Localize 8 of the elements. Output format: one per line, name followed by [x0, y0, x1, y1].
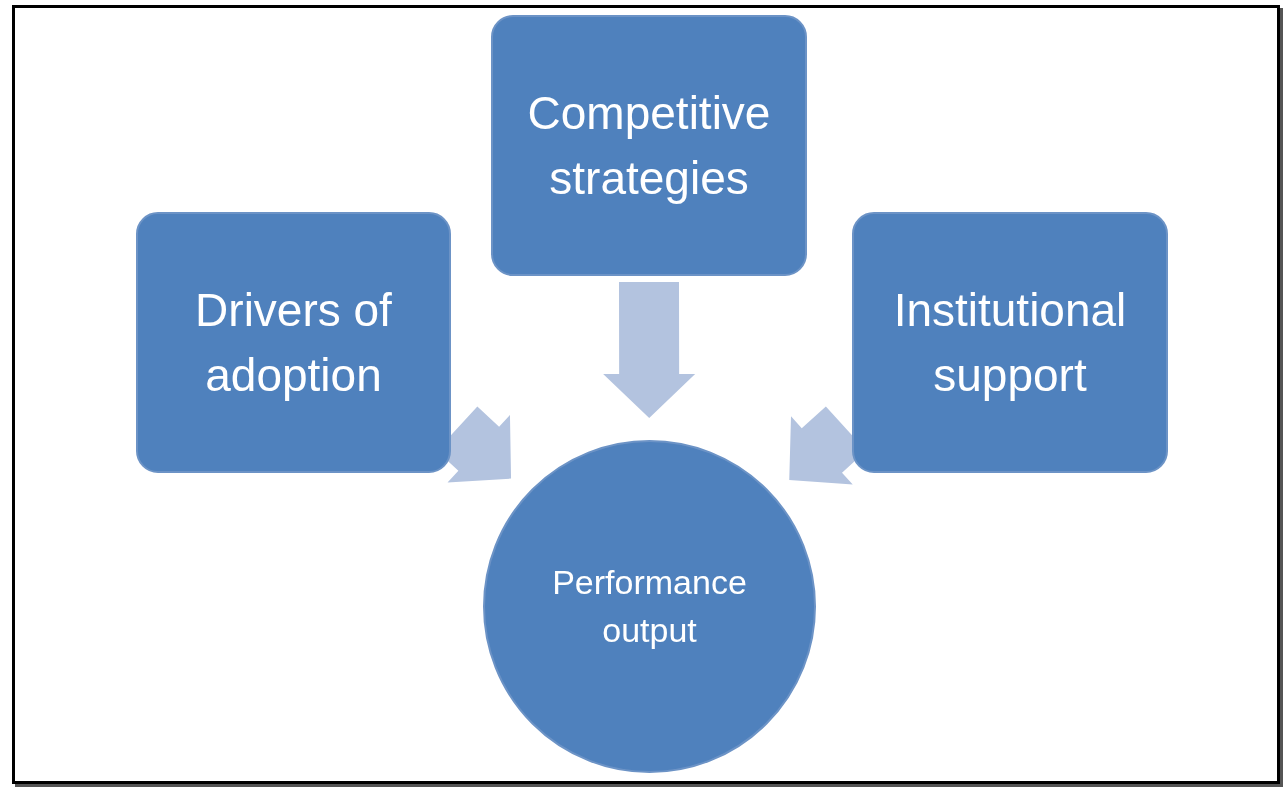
node-label: Institutional support [892, 283, 1128, 403]
node-label: Competitive strategies [526, 86, 772, 206]
node-label: Performance output [551, 561, 748, 651]
rounded-box [136, 212, 451, 473]
rounded-box [852, 212, 1168, 473]
rounded-box [491, 15, 807, 276]
node-label: Drivers of adoption [194, 283, 393, 403]
block-arrow [603, 281, 696, 418]
